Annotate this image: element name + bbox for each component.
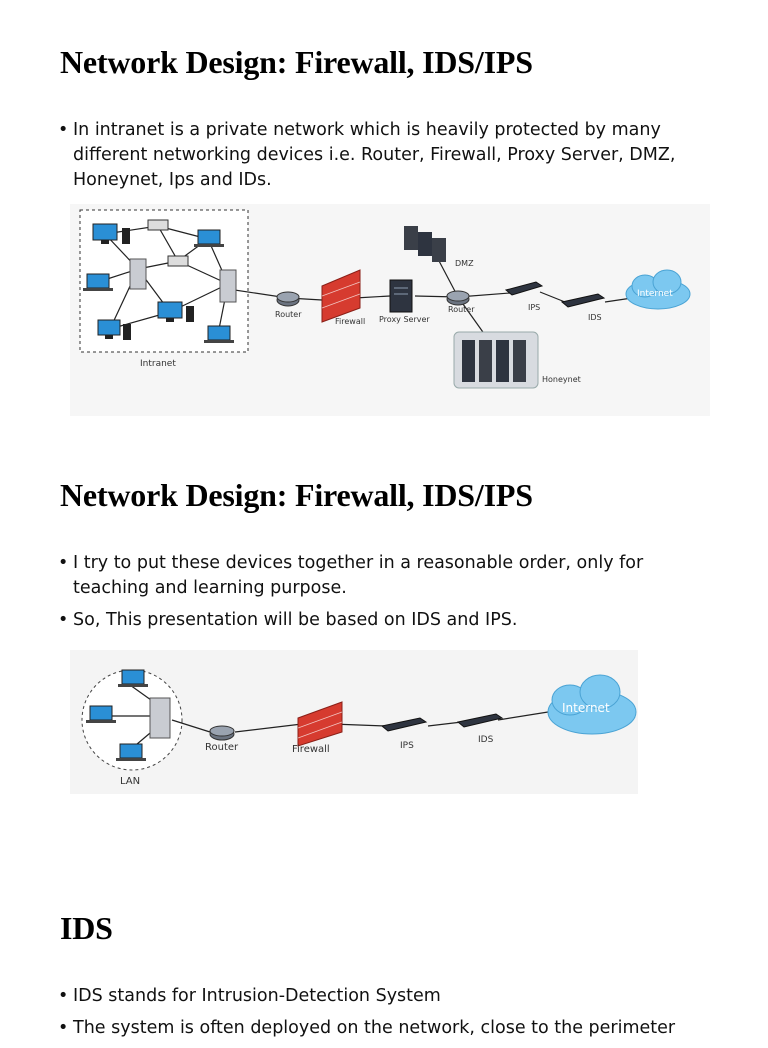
ids-device-icon <box>456 713 504 728</box>
honeynet-label: Honeynet <box>542 375 581 384</box>
lan-network-diagram: LAN Router Firewall IPS IDS Internet <box>70 650 638 794</box>
slide3-bullet-2: The system is often deployed on the netw… <box>58 1016 718 1041</box>
tower-icon <box>186 306 194 322</box>
ips-label: IPS <box>528 303 540 312</box>
router-icon <box>276 291 300 307</box>
proxy-server-label: Proxy Server <box>379 315 430 324</box>
server-icon <box>129 258 147 290</box>
router2-label: Router <box>448 305 475 314</box>
firewall-icon <box>321 269 361 323</box>
switch-icon <box>147 219 169 231</box>
firewall-label: Firewall <box>292 744 330 755</box>
slide1-bullet-1: In intranet is a private network which i… <box>58 118 718 193</box>
tower-icon <box>123 324 131 340</box>
intranet-label: Intranet <box>140 359 176 369</box>
laptop-icon <box>86 705 116 723</box>
laptop-icon <box>194 229 224 247</box>
slide1-title: Network Design: Firewall, IDS/IPS <box>60 44 533 80</box>
dmz-label: DMZ <box>455 259 474 268</box>
server-icon <box>219 269 237 303</box>
router-icon <box>209 725 235 741</box>
lan-label: LAN <box>120 776 140 787</box>
laptop-icon <box>204 325 234 343</box>
tower-icon <box>122 228 130 244</box>
slide2-bullets: I try to put these devices together in a… <box>58 551 718 640</box>
intranet-network-diagram: Intranet Router Firewall Proxy Server DM… <box>70 204 710 416</box>
laptop-icon <box>116 743 146 761</box>
monitor-icon <box>97 319 121 339</box>
slide1-bullets: In intranet is a private network which i… <box>58 118 718 200</box>
proxy-server-icon <box>389 279 413 313</box>
laptop-icon <box>118 669 148 687</box>
internet-cloud-icon <box>625 269 691 310</box>
switch-icon <box>167 255 189 267</box>
laptop-icon <box>83 273 113 291</box>
dmz-servers-icon <box>404 226 446 262</box>
ips-device-icon <box>504 281 544 296</box>
internet-label: Internet <box>562 701 610 715</box>
firewall-label: Firewall <box>335 317 365 326</box>
slide2-title: Network Design: Firewall, IDS/IPS <box>60 477 533 513</box>
slide3-bullets: IDS stands for Intrusion-Detection Syste… <box>58 984 718 1048</box>
ips-label: IPS <box>400 741 414 751</box>
monitor-icon <box>157 301 183 322</box>
router-label: Router <box>205 742 239 753</box>
slide2-bullet-1: I try to put these devices together in a… <box>58 551 718 601</box>
internet-cloud-icon <box>547 674 637 735</box>
slide3-bullet-1: IDS stands for Intrusion-Detection Syste… <box>58 984 718 1009</box>
internet-label: Internet <box>637 289 673 299</box>
monitor-icon <box>92 223 118 244</box>
server-icon <box>149 697 171 739</box>
ids-label: IDS <box>588 313 602 322</box>
slide3-title: IDS <box>60 910 113 946</box>
ips-device-icon <box>380 717 428 732</box>
ids-label: IDS <box>478 735 494 745</box>
router1-label: Router <box>275 310 302 319</box>
firewall-icon <box>297 701 343 747</box>
honeynet-servers-icon <box>453 331 539 389</box>
router-icon <box>446 290 470 306</box>
slide2-bullet-2: So, This presentation will be based on I… <box>58 608 718 633</box>
ids-device-icon <box>560 293 606 308</box>
